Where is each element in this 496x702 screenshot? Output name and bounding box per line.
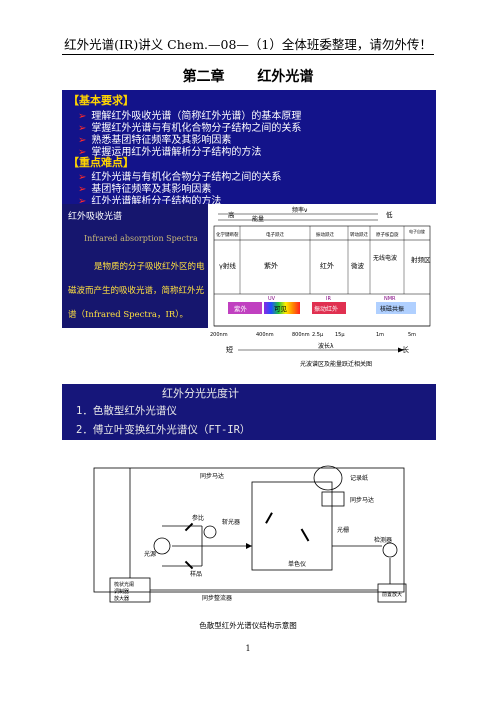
monochromator-box — [251, 481, 333, 571]
spectrum-caption: 光波谱区及能量跃迁相关图 — [300, 360, 372, 368]
tick-400nm: 400nm — [256, 332, 274, 338]
key-point-item: ➢红外光谱与有机化合物分子结构之间的关系 — [78, 172, 282, 183]
vibration-transition-header: 振动跃迁 — [316, 231, 334, 238]
key-points-heading: 【重点难点】 — [68, 156, 134, 169]
monochromator-label: 单色仪 — [288, 560, 306, 568]
bullet-icon: ➢ — [78, 172, 87, 183]
tick-200nm: 200nm — [210, 332, 228, 338]
page-number: 1 — [245, 644, 251, 653]
spectrum-diagram: 频率ν 高 低 能量 化学键断裂 电子跃迁 振动跃迁 转动跃迁 原子核自旋 电子… — [208, 204, 436, 372]
definition-title: 红外吸收光谱 — [68, 212, 123, 222]
spectrometer-item-2: 2．傅立叶变换红外光谱仪（FT-IR） — [76, 424, 251, 436]
sync-motor-2-label: 同步马达 — [350, 496, 374, 504]
preamp-label: 前置放大 — [382, 591, 402, 598]
sample-label: 样品 — [190, 570, 202, 578]
tick-5m: 5m — [408, 332, 416, 338]
electron-spin-header: 电子自旋 — [409, 228, 425, 234]
rotation-transition-header: 转动跃迁 — [350, 231, 368, 238]
bullet-icon: ➢ — [78, 135, 87, 146]
electron-transition-header: 电子跃迁 — [266, 231, 284, 238]
page-header: 红外光谱(IR)讲义 Chem.—08—（1）全体班委整理，请勿外传！ — [64, 37, 432, 52]
nmr-tag: NMR — [384, 296, 396, 302]
basic-requirements-heading: 【基本要求】 — [68, 94, 134, 107]
high-label: 高 — [228, 210, 235, 219]
header-rule — [62, 54, 434, 55]
comb-label: 梳状光阑 — [114, 581, 134, 588]
beam-arrow — [246, 543, 252, 549]
bullet-icon: ➢ — [78, 184, 87, 195]
bullet-icon: ➢ — [78, 111, 87, 122]
requirement-item: ➢熟悉基团特征频率及其影响因素 — [78, 135, 232, 146]
requirement-item: ➢掌握运用红外光谱解析分子结构的方法 — [78, 147, 262, 158]
low-label: 低 — [386, 210, 393, 219]
spectrometer-item-1: 1．色散型红外光谱仪 — [76, 405, 177, 417]
visible-band — [264, 302, 300, 314]
tick-1m: 1m — [376, 332, 384, 338]
amplifier-label: 放大器 — [114, 595, 129, 602]
recorder-drum — [313, 465, 343, 491]
bullet-icon: ➢ — [78, 196, 87, 204]
modulator-label: 调制器 — [114, 588, 129, 595]
region-ir: 红外 — [320, 261, 334, 270]
requirement-item: ➢掌握红外光谱与有机化合物分子结构之间的关系 — [78, 123, 302, 134]
light-source-icon — [153, 537, 171, 555]
bullet-icon: ➢ — [78, 123, 87, 134]
short-label: 短 — [226, 345, 233, 354]
nuclear-spin-header: 原子核自旋 — [376, 231, 399, 238]
preamp-box — [377, 583, 407, 603]
uv-band — [228, 302, 262, 314]
definition-subtitle: Infrared absorption Spectra — [84, 234, 198, 243]
svg-text:紫外: 紫外 — [234, 304, 248, 313]
svg-text:可见: 可见 — [274, 305, 288, 313]
region-gamma: γ射线 — [219, 261, 236, 270]
detector-icon — [382, 542, 398, 558]
region-uv: 紫外 — [264, 261, 278, 270]
sync-motor-box-2 — [321, 491, 345, 507]
definition-line-1: 是物质的分子吸收红外区的电 — [94, 262, 205, 272]
definition-slide: 红外吸收光谱 Infrared absorption Spectra 是物质的分… — [62, 204, 208, 328]
definition-line-2: 磁波而产生的吸收光谱，简称红外光 — [68, 286, 205, 296]
svg-text:振动红外: 振动红外 — [314, 305, 338, 313]
reference-label: 参比 — [192, 514, 204, 522]
ir-band — [312, 302, 346, 314]
bullet-icon: ➢ — [78, 147, 87, 158]
tick-2.5um: 2.5μ — [312, 332, 324, 338]
definition-line-3: 谱（Infrared Spectra，IR）。 — [68, 310, 188, 320]
ir-tag: IR — [326, 296, 331, 302]
chapter-title: 第二章 红外光谱 — [182, 69, 314, 85]
detector-label: 检测器 — [374, 536, 392, 544]
nmr-band — [376, 302, 416, 314]
dispersive-ir-schematic: 同步马达 记录纸 参比 斩光器 光源 样品 同步马达 光栅 单色仪 检测器 前置… — [93, 465, 407, 603]
spectrometer-title: 红外分光光度计 — [162, 387, 239, 400]
region-radio: 无线电波 — [373, 254, 397, 262]
chopper-label: 斩光器 — [222, 518, 240, 526]
key-point-item: ➢基团特征频率及其影响因素 — [78, 184, 212, 195]
requirements-slide: 【基本要求】 ➢理解红外吸收光谱（简称红外光谱）的基本原理 ➢掌握红外光谱与有机… — [62, 90, 436, 204]
sync-motor-label: 同步马达 — [200, 472, 224, 480]
schematic-caption: 色散型红外光谱仪结构示意图 — [199, 621, 297, 630]
schematic-frame — [93, 467, 405, 593]
key-point-item: ➢红外光谱解析分子结构的方法 — [78, 192, 221, 204]
source-label: 光源 — [144, 550, 156, 558]
sync-rectifier-label: 同步整流器 — [202, 594, 232, 602]
svg-text:核磁共振: 核磁共振 — [380, 305, 404, 313]
requirement-item: ➢理解红外吸收光谱（简称红外光谱）的基本原理 — [78, 111, 302, 122]
bond-break-header: 化学键断裂 — [216, 231, 239, 238]
chopper-icon — [203, 525, 217, 539]
region-rf: 射频区 — [411, 255, 431, 264]
region-microwave: 微波 — [351, 261, 365, 270]
wavelength-axis-label: 波长λ — [318, 342, 334, 350]
long-label: 长 — [402, 345, 409, 354]
energy-label: 能量 — [252, 215, 264, 223]
grating-label: 光栅 — [337, 526, 349, 534]
recorder-label: 记录纸 — [350, 474, 368, 482]
uv-tag: UV — [268, 296, 276, 302]
tick-800nm: 800nm — [292, 332, 310, 338]
tick-15um: 15μ — [335, 332, 345, 338]
frequency-label: 频率ν — [292, 206, 308, 214]
spectrometer-slide: 红外分光光度计 1．色散型红外光谱仪 2．傅立叶变换红外光谱仪（FT-IR） — [62, 384, 436, 440]
